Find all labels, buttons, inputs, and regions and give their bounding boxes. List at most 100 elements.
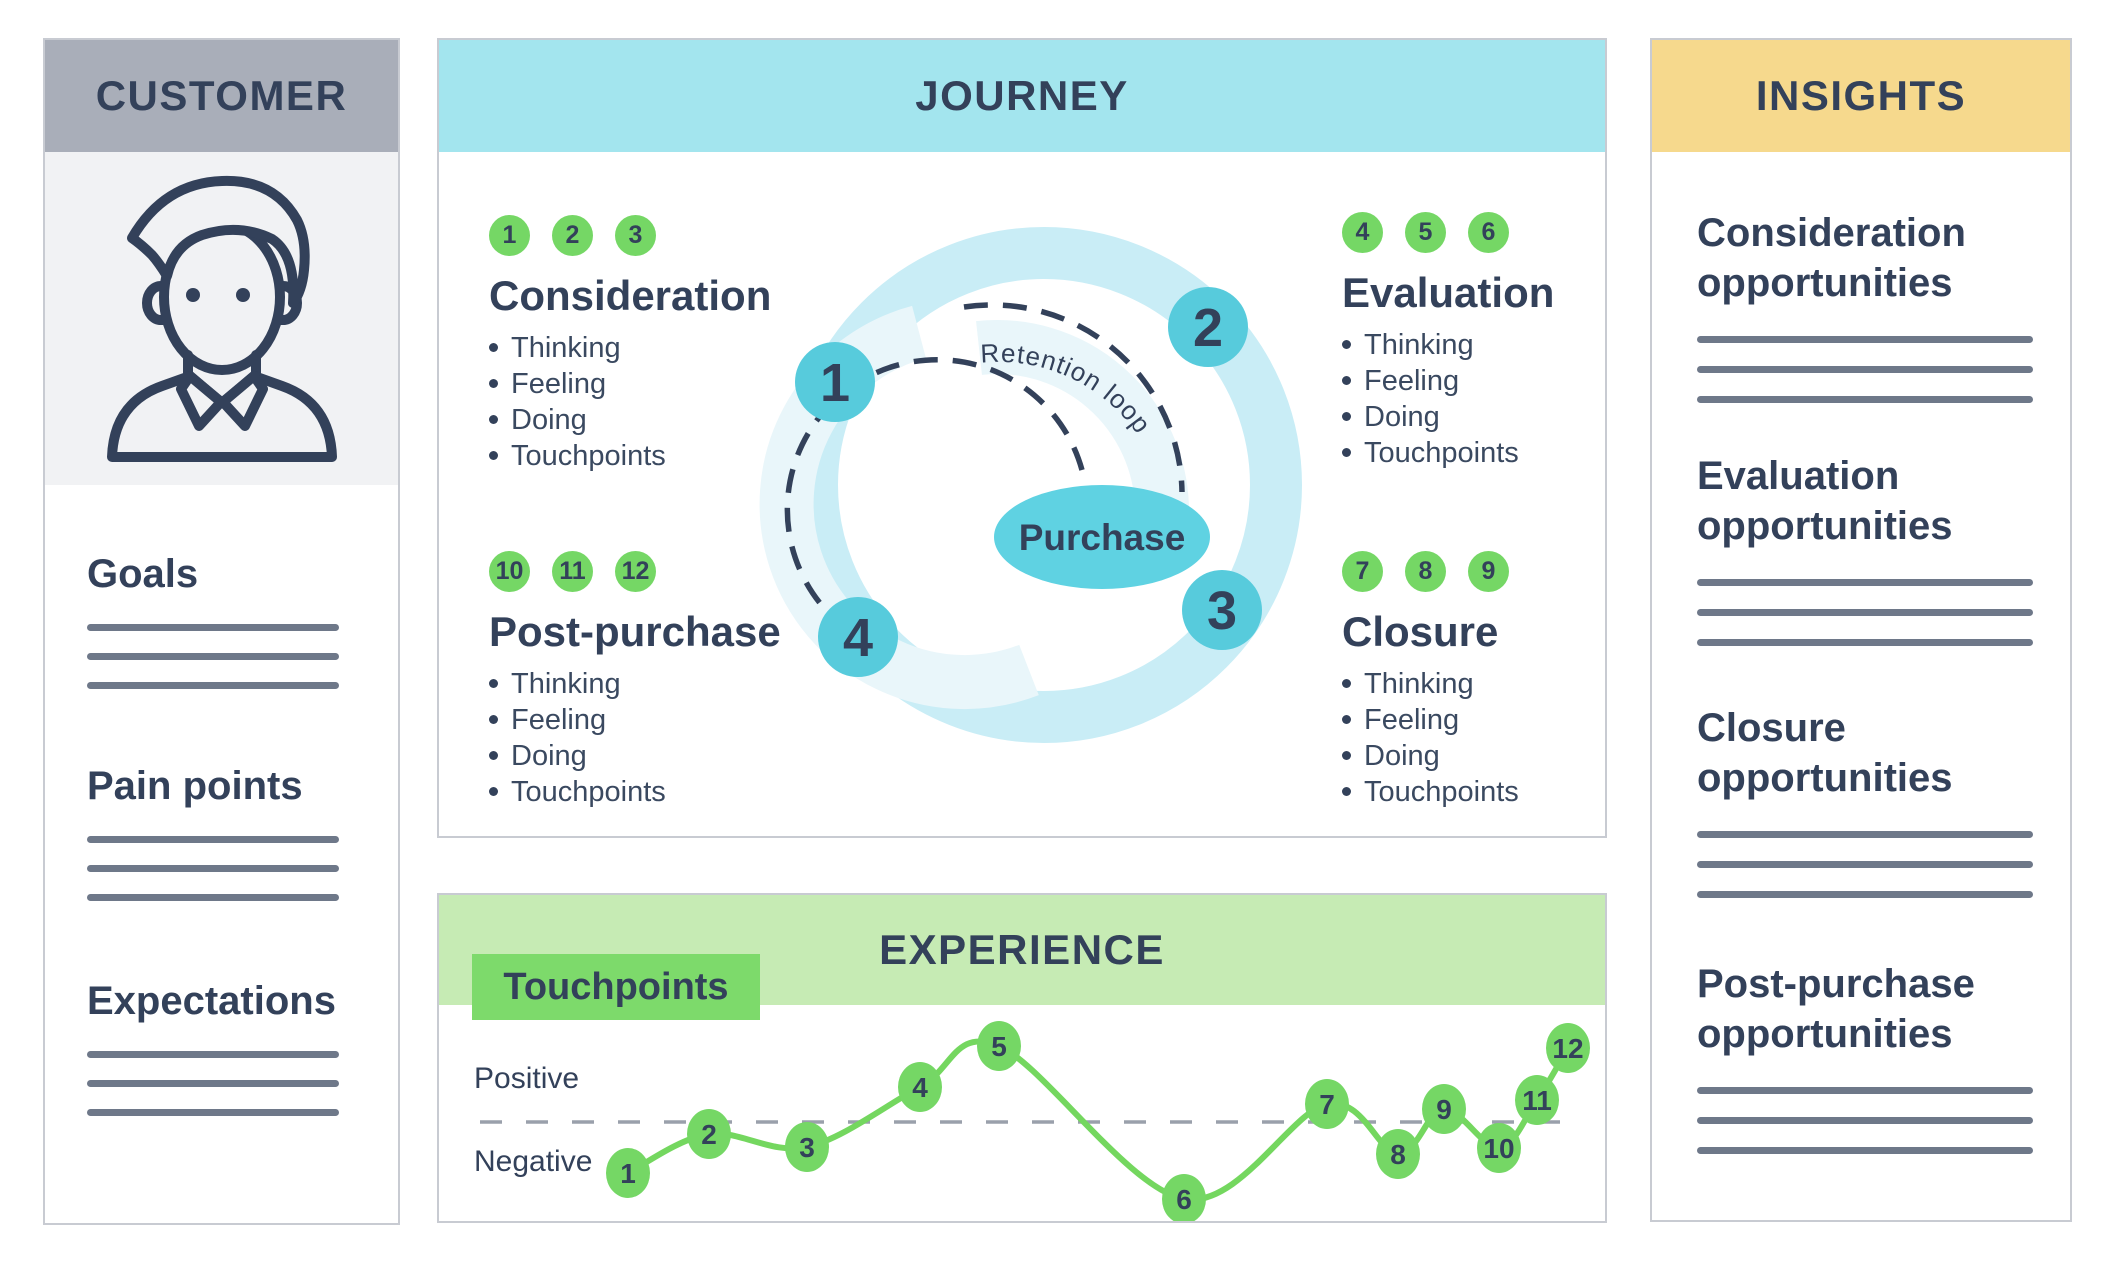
bullet-dot-icon xyxy=(489,379,498,388)
placeholder-line xyxy=(87,1109,339,1116)
insights-panel-header: INSIGHTS xyxy=(1652,40,2070,152)
svg-text:10: 10 xyxy=(1483,1133,1514,1164)
bullet-item: Feeling xyxy=(1342,702,1672,738)
customer-avatar xyxy=(45,152,398,485)
journey-node-3: 3 xyxy=(1182,570,1262,650)
svg-text:2: 2 xyxy=(701,1119,717,1150)
retention-loop-outer-arc xyxy=(963,302,1185,493)
pain-points-label: Pain points xyxy=(87,764,303,808)
stage-post-purchase: 10 11 12 Post-purchase Thinking Feeling … xyxy=(489,551,819,810)
bullet-dot-icon xyxy=(1342,751,1351,760)
svg-text:6: 6 xyxy=(1176,1184,1192,1215)
placeholder-line xyxy=(87,836,339,843)
experience-title: EXPERIENCE xyxy=(879,926,1165,973)
journey-node-4: 4 xyxy=(818,597,898,677)
bullet-item: Feeling xyxy=(489,366,819,402)
insight-closure-opportunities: Closure opportunities xyxy=(1697,703,2037,898)
stage-label: Consideration xyxy=(489,272,772,319)
svg-text:3: 3 xyxy=(799,1132,815,1163)
insight-consideration-opportunities: Consideration opportunities xyxy=(1697,208,2037,403)
insight-label: Closure opportunities xyxy=(1697,706,1953,800)
badge-7: 7 xyxy=(1342,551,1383,592)
stage-label: Closure xyxy=(1342,608,1499,655)
experience-point-10: 10 xyxy=(1477,1123,1521,1173)
stage-evaluation: 4 5 6 Evaluation Thinking Feeling Doing … xyxy=(1342,212,1672,471)
expectations-label: Expectations xyxy=(87,979,336,1023)
goals-label: Goals xyxy=(87,552,199,596)
experience-point-2: 2 xyxy=(687,1109,731,1159)
experience-panel: EXPERIENCE Touchpoints Positive Negative… xyxy=(437,893,1607,1223)
placeholder-line xyxy=(87,1051,339,1058)
badge-8: 8 xyxy=(1405,551,1446,592)
bullet-dot-icon xyxy=(1342,340,1351,349)
svg-text:8: 8 xyxy=(1390,1139,1406,1170)
bullet-item: Feeling xyxy=(1342,363,1672,399)
placeholder-line xyxy=(87,1080,339,1087)
bullet-item: Doing xyxy=(1342,399,1672,435)
svg-text:4: 4 xyxy=(912,1072,928,1103)
experience-point-3: 3 xyxy=(785,1122,829,1172)
bullet-dot-icon xyxy=(489,715,498,724)
customer-section-pain-points: Pain points xyxy=(87,762,339,901)
axis-positive-label: Positive xyxy=(474,1062,580,1095)
bullet-dot-icon xyxy=(489,451,498,460)
stage-badges: 10 11 12 xyxy=(489,551,819,592)
journey-panel-header: JOURNEY xyxy=(439,40,1605,152)
stage-badges: 4 5 6 xyxy=(1342,212,1672,253)
bullet-dot-icon xyxy=(1342,412,1351,421)
bullet-dot-icon xyxy=(489,787,498,796)
placeholder-line xyxy=(87,624,339,631)
customer-panel: CUSTOMER xyxy=(43,38,400,1225)
experience-point-11: 11 xyxy=(1515,1075,1559,1125)
stage-label: Post-purchase xyxy=(489,608,781,655)
badge-9: 9 xyxy=(1468,551,1509,592)
placeholder-line xyxy=(1697,1117,2033,1124)
experience-point-1: 1 xyxy=(606,1148,650,1198)
placeholder-line xyxy=(1697,396,2033,403)
placeholder-line xyxy=(1697,1087,2033,1094)
insight-post-purchase-opportunities: Post-purchase opportunities xyxy=(1697,959,2037,1154)
stage-label: Evaluation xyxy=(1342,269,1555,316)
bullet-item: Doing xyxy=(1342,738,1672,774)
badge-3: 3 xyxy=(615,215,656,256)
bullet-item: Doing xyxy=(489,402,819,438)
journey-node-1: 1 xyxy=(795,342,875,422)
bullet-item: Thinking xyxy=(489,330,819,366)
experience-point-4: 4 xyxy=(898,1062,942,1112)
svg-text:7: 7 xyxy=(1319,1089,1335,1120)
loop-tint xyxy=(976,320,1189,509)
svg-text:11: 11 xyxy=(1522,1085,1552,1116)
svg-text:9: 9 xyxy=(1436,1094,1452,1125)
placeholder-line xyxy=(1697,891,2033,898)
bullet-dot-icon xyxy=(489,679,498,688)
insights-title: INSIGHTS xyxy=(1755,72,1967,119)
bullet-dot-icon xyxy=(1342,448,1351,457)
stage-closure: 7 8 9 Closure Thinking Feeling Doing Tou… xyxy=(1342,551,1672,810)
purchase-label: Purchase xyxy=(1019,517,1186,558)
axis-negative-label: Negative xyxy=(474,1145,593,1178)
bullet-item: Touchpoints xyxy=(489,438,819,474)
svg-text:2: 2 xyxy=(1193,298,1223,358)
placeholder-line xyxy=(1697,1147,2033,1154)
badge-10: 10 xyxy=(489,551,530,592)
bullet-item: Touchpoints xyxy=(489,774,819,810)
badge-5: 5 xyxy=(1405,212,1446,253)
insights-panel: INSIGHTS Consideration opportunities Eva… xyxy=(1650,38,2072,1222)
customer-title: CUSTOMER xyxy=(95,72,348,119)
badge-2: 2 xyxy=(552,215,593,256)
customer-section-goals: Goals xyxy=(87,550,339,689)
bullet-dot-icon xyxy=(489,415,498,424)
bullet-dot-icon xyxy=(1342,787,1351,796)
badge-12: 12 xyxy=(615,551,656,592)
placeholder-line xyxy=(1697,579,2033,586)
touchpoints-tag: Touchpoints xyxy=(472,954,760,1020)
placeholder-line xyxy=(1697,861,2033,868)
insight-evaluation-opportunities: Evaluation opportunities xyxy=(1697,451,2037,646)
insight-label: Consideration opportunities xyxy=(1697,211,1966,305)
bullet-item: Touchpoints xyxy=(1342,435,1672,471)
customer-section-expectations: Expectations xyxy=(87,977,339,1116)
customer-panel-header: CUSTOMER xyxy=(45,40,398,152)
stage-badges: 1 2 3 xyxy=(489,215,819,256)
purchase-ellipse xyxy=(994,485,1210,589)
